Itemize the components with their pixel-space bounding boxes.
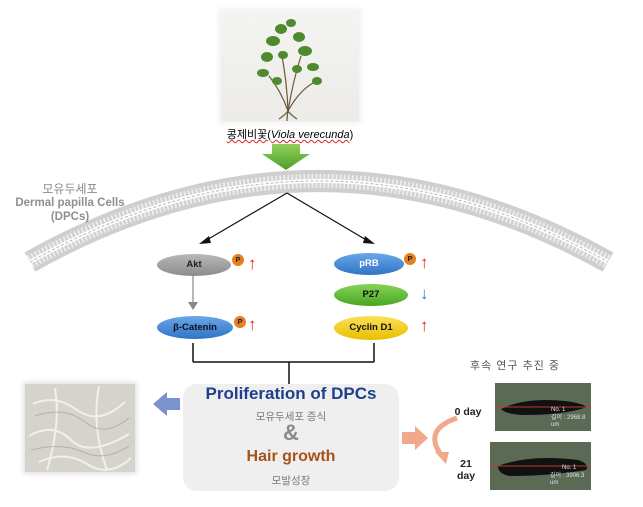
hair-photo-day21-no: No. 1 — [562, 465, 577, 471]
proliferation-title: Proliferation of DPCs — [205, 384, 377, 403]
curved-arrow-icon — [432, 415, 458, 464]
green-down-arrow-icon — [262, 144, 310, 170]
hair-photo-day0-length: 길이 : 2968.8 um — [551, 415, 586, 428]
hair-photo-day21-length: 길이 : 3906.3 um — [550, 473, 585, 486]
p27-node: P27 — [334, 284, 408, 306]
akt-node: Akt — [157, 254, 231, 276]
hair-growth-subtitle: 모발성장 — [271, 475, 311, 487]
akt-up-arrow: ↑ — [248, 254, 257, 273]
follow-up-label: 후속 연구 추진 중 — [470, 360, 561, 372]
cyclin-up-arrow: ↑ — [420, 316, 429, 335]
dpc-label-korean: 모유두세포 — [42, 182, 98, 196]
prb-phospho-badge: P — [403, 252, 417, 266]
hair-growth-title: Hair growth — [246, 448, 336, 465]
pathway-split-arrows — [204, 192, 369, 242]
prb-up-arrow: ↑ — [420, 253, 429, 272]
plant-name-korean: 콩제비꽃( — [226, 129, 271, 141]
orange-right-arrow-icon — [402, 426, 428, 450]
result-box — [183, 384, 399, 491]
hair-photo-day0: No. 1 길이 : 2968.8 um — [495, 383, 591, 431]
plant-caption-close: ) — [349, 129, 354, 141]
cyclin-d1-node: Cyclin D1 — [334, 316, 408, 340]
day-21-number: 21 — [460, 458, 472, 470]
cells-micrograph — [28, 385, 132, 471]
dpc-label-abbrev: (DPCs) — [50, 211, 90, 223]
day-0-label: 0 day — [454, 406, 482, 418]
p27-down-arrow: ↓ — [420, 284, 429, 303]
akt-phospho-badge: P — [231, 253, 245, 267]
cell-membrane — [24, 170, 614, 272]
hair-photo-day0-no: No. 1 — [551, 407, 566, 413]
hair-photo-day21: No. 1 길이 : 3906.3 um — [490, 442, 591, 490]
hair-strand-day21 — [490, 458, 591, 476]
beta-catenin-node: β-Catenin — [157, 316, 233, 339]
plant-photo — [221, 11, 359, 122]
dpc-cells-photo — [25, 384, 135, 472]
plant-illustration — [257, 19, 322, 122]
hair-strand-day0 — [495, 400, 591, 415]
akt-to-catenin-arrow — [188, 276, 198, 310]
proliferation-subtitle: 모유두세포 증식 — [255, 411, 327, 423]
catenin-up-arrow: ↑ — [248, 315, 257, 334]
dpc-label: 모유두세포 Dermal papilla Cells (DPCs) — [6, 182, 134, 224]
ampersand: & — [283, 420, 299, 445]
dpc-label-english: Dermal papilla Cells — [15, 197, 125, 209]
pathway-bracket — [192, 343, 375, 384]
plant-caption: 콩제비꽃(Viola verecunda) — [180, 126, 400, 142]
prb-node: pRB — [334, 253, 404, 275]
day-21-unit: day — [456, 470, 476, 482]
plant-name-latin: Viola verecunda — [270, 129, 350, 141]
blue-left-arrow-icon — [153, 392, 180, 416]
day-21-label: 21 day — [452, 458, 480, 482]
catenin-phospho-badge: P — [233, 315, 247, 329]
